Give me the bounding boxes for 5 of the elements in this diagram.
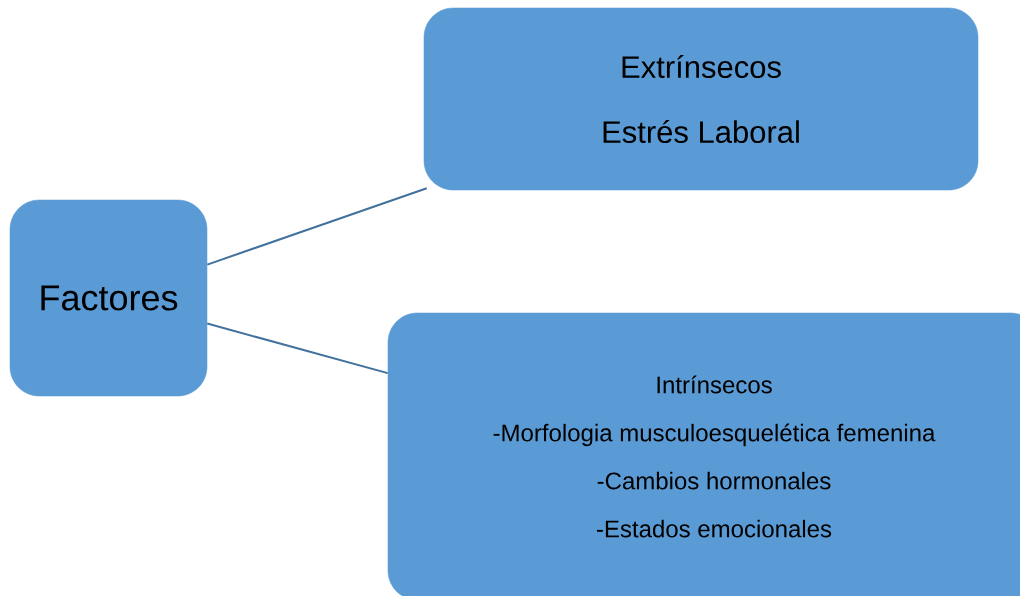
process-box: Intrínsecos -Morfologia musculoesquelética femenina -Cambios hormonales -Estados emocionales bbox=[387, 312, 1020, 596]
process-box: Extrínsecos Estrés Laboral bbox=[423, 7, 979, 191]
process-box: Factores bbox=[9, 199, 208, 397]
connector-line bbox=[206, 187, 428, 266]
connector-line bbox=[206, 322, 389, 375]
